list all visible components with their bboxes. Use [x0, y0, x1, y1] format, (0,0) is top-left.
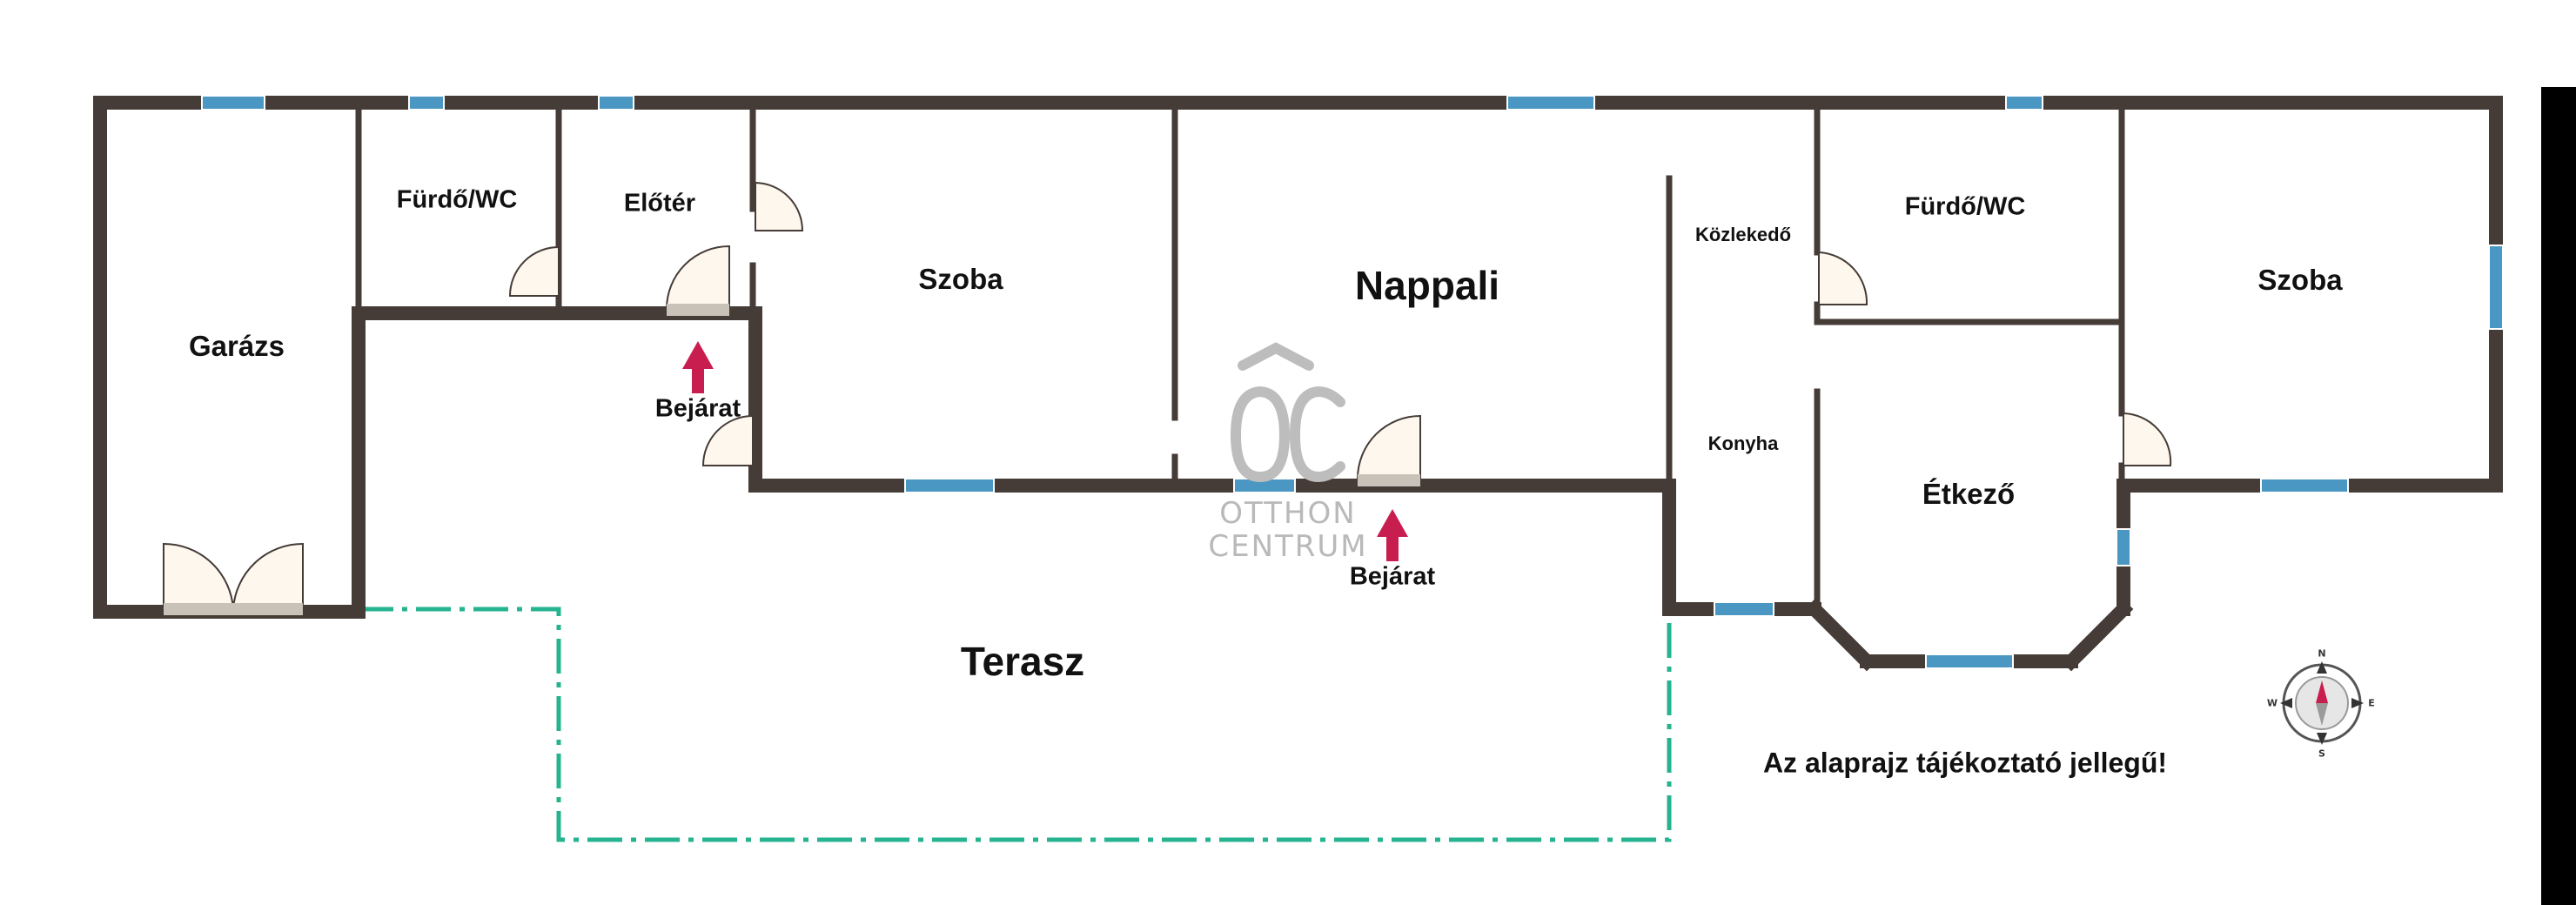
room-label-terasz: Terasz — [960, 639, 1085, 684]
compass-north: N — [2318, 647, 2326, 660]
terrace-outline — [359, 607, 1672, 842]
door-entrance-center — [1356, 414, 1421, 479]
entrance-arrow-center — [1377, 509, 1408, 561]
room-label-szoba-2: Szoba — [2257, 264, 2343, 296]
room-label-etkezo: Étkező — [1922, 478, 2016, 510]
room-label-szoba-1: Szoba — [918, 263, 1003, 295]
windows — [201, 95, 2504, 669]
room-label-nappali: Nappali — [1354, 263, 1500, 308]
room-label-eloter: Előtér — [623, 189, 696, 218]
doors — [163, 181, 2172, 615]
right-edge-bar — [2541, 87, 2576, 905]
door-garage-left — [163, 542, 235, 610]
watermark-logo-icon — [1230, 342, 1345, 483]
disclaimer-text: Az alaprajz tájékoztató jellegű! — [1762, 747, 2168, 779]
door-furdo-1 — [508, 245, 560, 297]
compass-east: E — [2368, 697, 2375, 709]
room-label-konyha: Konyha — [1707, 432, 1779, 454]
compass-south: S — [2318, 747, 2325, 760]
door-eloter — [755, 181, 804, 231]
door-garage-right — [231, 542, 304, 610]
watermark-line1: OTTHON — [1219, 496, 1357, 531]
room-label-garazs: Garázs — [188, 330, 285, 362]
entrance-label-left: Bejárat — [654, 394, 741, 423]
compass-west: W — [2266, 697, 2278, 709]
door-szoba-2 — [2123, 412, 2172, 466]
compass-icon — [2280, 661, 2364, 745]
room-label-furdo-wc-1: Fürdő/WC — [396, 185, 518, 214]
entrance-arrow-left — [682, 341, 714, 393]
watermark-logo: ÔC — [1285, 409, 1291, 410]
door-furdo-2 — [1818, 251, 1868, 305]
door-entrance-left — [665, 245, 730, 310]
door-szoba-1 — [701, 414, 754, 466]
entrance-label-center: Bejárat — [1349, 562, 1436, 591]
watermark-line2: CENTRUM — [1208, 529, 1368, 564]
entrance-arrows — [682, 341, 1408, 561]
room-label-kozlekedo: Közlekedő — [1694, 224, 1792, 245]
room-label-furdo-wc-2: Fürdő/WC — [1904, 192, 2026, 221]
